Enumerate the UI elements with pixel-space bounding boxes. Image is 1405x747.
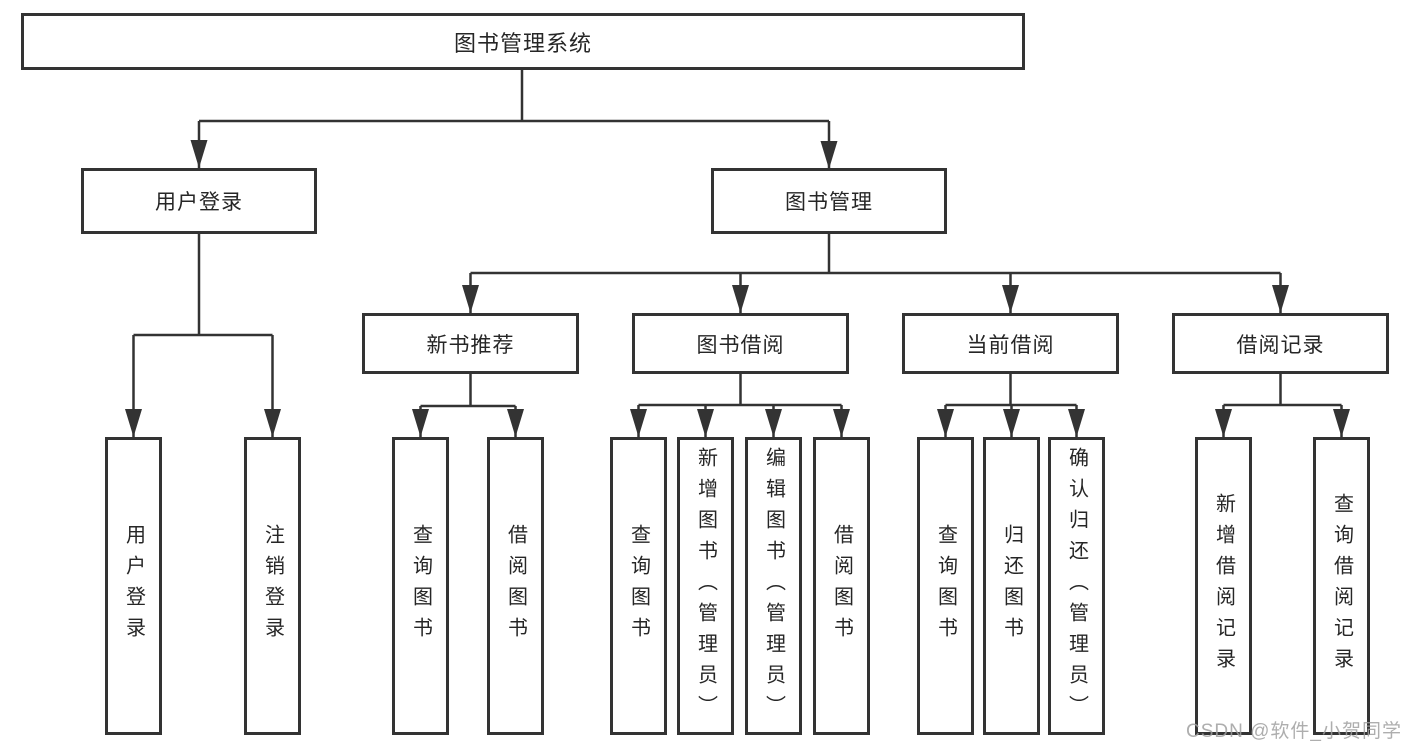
leaf-borrow-books: 借阅图书 [813,437,870,735]
leaf-return-books-label: 归还图书 [1000,524,1023,648]
leaf-add-books-admin-label: 新增图书（管理员） [694,446,717,726]
node-book-borrow-label: 图书借阅 [696,333,785,357]
csdn-watermark: CSDN @软件_小贺同学 [1186,721,1402,742]
node-book-borrow: 图书借阅 [632,313,849,374]
node-user-login: 用户登录 [81,168,317,234]
node-borrow-records: 借阅记录 [1172,313,1389,374]
leaf-logout-label: 注销登录 [261,524,284,648]
leaf-query-books-current-label: 查询图书 [934,524,957,648]
leaf-add-borrow-record: 新增借阅记录 [1195,437,1252,735]
leaf-query-books-borrow: 查询图书 [610,437,667,735]
leaf-return-books: 归还图书 [983,437,1040,735]
leaf-query-books-recommend: 查询图书 [392,437,449,735]
node-current-borrow-label: 当前借阅 [966,333,1055,357]
leaf-logout: 注销登录 [244,437,301,735]
node-root-label: 图书管理系统 [453,30,592,56]
node-book-management-label: 图书管理 [785,191,873,214]
leaf-user-login: 用户登录 [105,437,162,735]
leaf-query-books-recommend-label: 查询图书 [409,524,432,648]
node-user-login-label: 用户登录 [155,191,243,214]
leaf-query-books-borrow-label: 查询图书 [627,524,650,648]
leaf-borrow-books-recommend-label: 借阅图书 [504,524,527,648]
leaf-add-borrow-record-label: 新增借阅记录 [1212,493,1235,679]
leaf-edit-books-admin-label: 编辑图书（管理员） [762,446,785,726]
leaf-edit-books-admin: 编辑图书（管理员） [745,437,802,735]
node-current-borrow: 当前借阅 [902,313,1119,374]
leaf-add-books-admin: 新增图书（管理员） [677,437,734,735]
node-new-book-recommend: 新书推荐 [362,313,579,374]
leaf-user-login-label: 用户登录 [122,524,145,648]
node-new-book-recommend-label: 新书推荐 [426,333,515,357]
node-root: 图书管理系统 [21,13,1025,70]
leaf-query-borrow-record-label: 查询借阅记录 [1330,493,1353,679]
leaf-borrow-books-recommend: 借阅图书 [487,437,544,735]
leaf-query-borrow-record: 查询借阅记录 [1313,437,1370,735]
leaf-confirm-return-admin-label: 确认归还（管理员） [1065,446,1088,726]
node-borrow-records-label: 借阅记录 [1236,333,1325,357]
leaf-confirm-return-admin: 确认归还（管理员） [1048,437,1105,735]
leaf-borrow-books-label: 借阅图书 [830,524,853,648]
node-book-management: 图书管理 [711,168,947,234]
leaf-query-books-current: 查询图书 [917,437,974,735]
